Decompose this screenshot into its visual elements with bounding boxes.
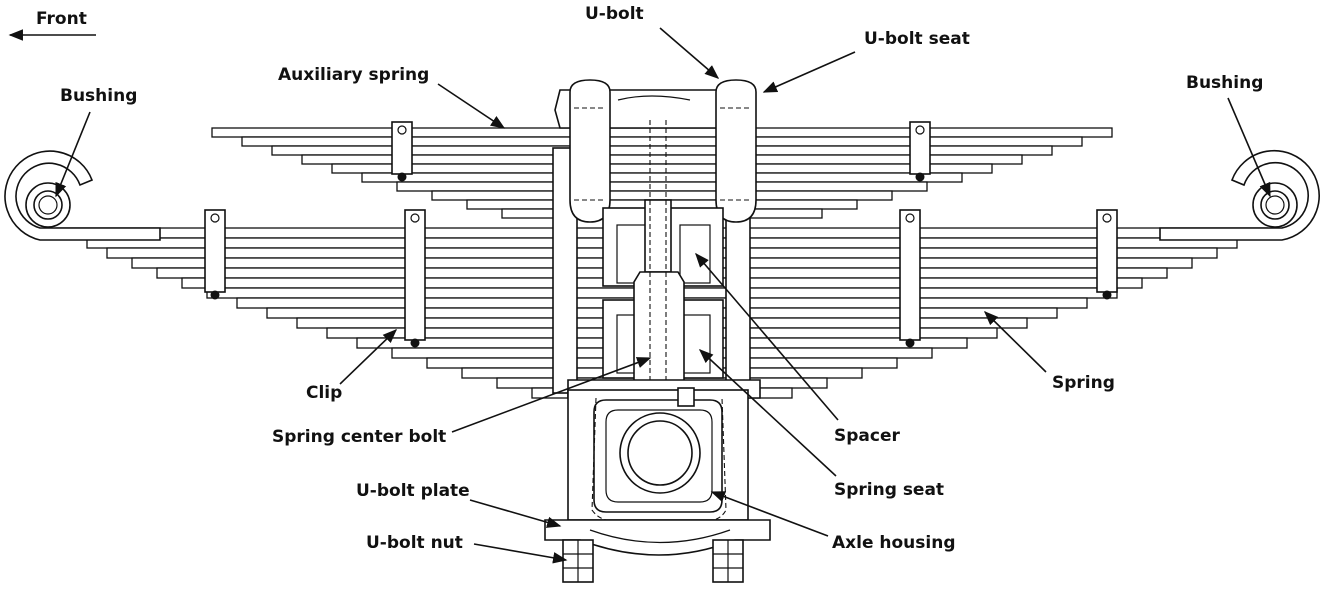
clip-bolt [915,125,925,135]
axle-tube [627,420,693,486]
auxiliary-leaf [271,145,1053,156]
spring-leader [983,310,1047,373]
bushing-left-label: Bushing [60,86,137,106]
clip [899,209,921,341]
axle-housing-leader [710,491,829,537]
left-eye [4,150,161,241]
right-bushing [1260,190,1290,220]
left-bushing [33,190,63,220]
u-bolt-label: U-bolt [585,4,644,24]
clip [404,209,426,341]
front-indicator: Front [8,9,96,41]
clip [909,121,931,175]
spacer-label: Spacer [834,426,900,446]
spring-center-bolt-leader [451,357,652,433]
axle-housing-label: Axle housing [832,533,956,553]
u-bolt-seat-label: U-bolt seat [864,29,970,49]
spring-seat-leader [698,349,837,477]
clip-bolt [210,213,220,223]
clip [391,121,413,175]
clip-label: Clip [306,383,342,403]
front-label: Front [36,9,87,29]
clip-bolt [410,213,420,223]
u-bolt-nut-left[interactable] [562,539,594,583]
clip-rivet [905,338,915,348]
spacer-leader [695,252,839,421]
u-bolt-plate-leader [469,499,562,528]
auxiliary-spring-label: Auxiliary spring [278,65,429,85]
clip-rivet [397,172,407,182]
spring-center-bolt-label: Spring center bolt [272,427,446,447]
u-bolt-plate-label: U-bolt plate [356,481,470,501]
u-bolt-right-loop[interactable] [715,79,757,223]
clip-leader [339,329,398,385]
u-bolt-left-loop[interactable] [569,79,611,223]
spring-label: Spring [1052,373,1115,393]
clip-rivet [1102,290,1112,300]
clip-rivet [915,172,925,182]
spring-center-bolt [644,199,672,273]
clip-bolt [905,213,915,223]
clip-bolt [397,125,407,135]
spring-center-bolt-head [633,271,685,391]
spring-clips [204,121,1118,348]
u-bolt-nut-label: U-bolt nut [366,533,463,553]
u-bolt-leader [659,27,720,79]
auxiliary-leaf [431,190,893,201]
auxiliary-spring-leader [437,83,506,129]
u-bolt-nut-right[interactable] [712,539,744,583]
bushing-left-leader [55,111,91,198]
auxiliary-leaf [211,127,1113,138]
u-bolt-seat-leader [762,51,856,93]
bushing-right-label: Bushing [1186,73,1263,93]
clip-rivet [410,338,420,348]
bushing-right-leader [1227,97,1271,198]
spring-seat-label: Spring seat [834,480,944,500]
auxiliary-leaf [241,136,1083,147]
right-eye [1159,149,1320,241]
auxiliary-leaf [396,181,928,192]
clip-rivet [210,290,220,300]
auxiliary-leaf [331,163,993,174]
clip-bolt [1102,213,1112,223]
u-bolt-nut-leader [473,543,568,564]
callouts: U-bolt U-bolt seat Auxiliary spring Bush… [55,4,1271,564]
auxiliary-leaf [361,172,963,183]
